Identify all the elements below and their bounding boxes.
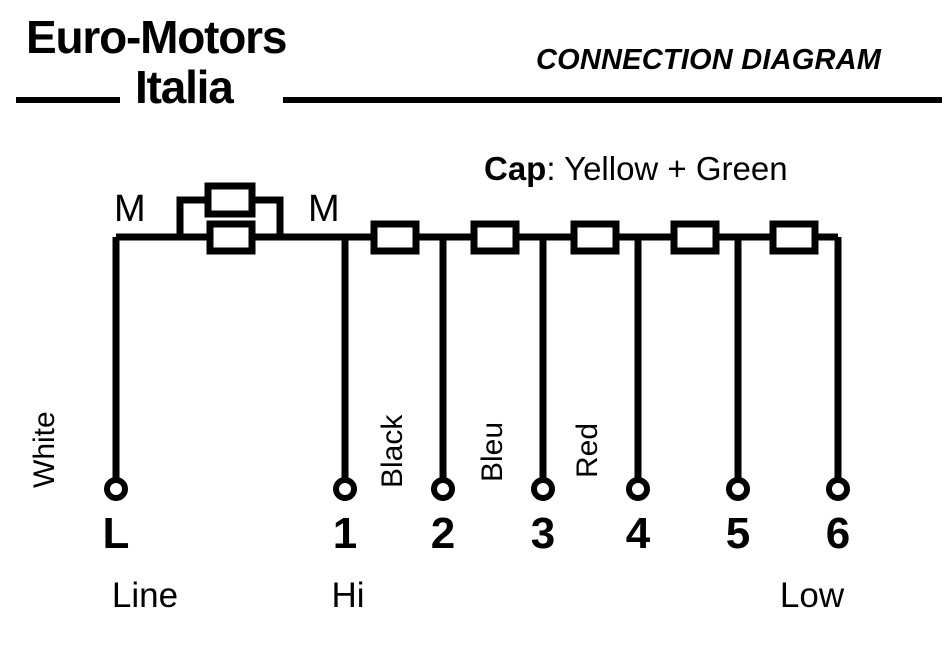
resistor-parallel-lower (206, 220, 256, 255)
terminal-ring-2 (431, 477, 455, 501)
terminal-label-5: 5 (725, 509, 751, 558)
capacitor-note: Cap: Yellow + Green (484, 152, 788, 185)
wire-label-red: Red (571, 422, 604, 478)
capacitor-note-value: : Yellow + Green (546, 150, 788, 187)
resistor-series-1 (370, 220, 420, 255)
resistor-series-5 (769, 220, 819, 255)
terminal-label-4: 4 (625, 509, 651, 558)
terminal-ring-5 (726, 477, 750, 501)
terminal-label-2: 2 (430, 509, 456, 558)
terminal-ring-4 (626, 477, 650, 501)
brand-name-line-2: Italia (135, 61, 234, 113)
parallel-branch-right-riser (252, 196, 284, 237)
capacitor-note-key: Cap (484, 150, 547, 187)
wire-label-black: Black (376, 414, 409, 488)
terminal-label-6: 6 (825, 509, 851, 558)
wire-label-bleu: Bleu (476, 421, 509, 482)
terminal-label-3: 3 (530, 509, 556, 558)
page-title: CONNECTION DIAGRAM (536, 44, 882, 76)
terminal-ring-6 (826, 477, 850, 501)
resistor-series-4 (670, 220, 720, 255)
resistor-parallel-upper (204, 182, 256, 218)
foot-label-line: Line (111, 576, 179, 615)
wire-label-white: White (28, 411, 61, 488)
foot-label-low: Low (779, 576, 845, 615)
foot-label-hi: Hi (331, 576, 365, 615)
header-rule-right (283, 97, 942, 103)
motor-label-left: M (114, 188, 146, 230)
terminal-label-1: 1 (332, 509, 358, 558)
resistor-series-3 (570, 220, 620, 255)
parallel-branch-left-riser (176, 196, 208, 237)
terminal-ring-L (104, 477, 128, 501)
motor-label-right: M (308, 188, 340, 230)
resistor-series-2 (470, 220, 520, 255)
terminal-label-L: L (102, 509, 130, 558)
header: Euro-Motors Italia CONNECTION DIAGRAM (0, 0, 945, 125)
brand-name-line-1: Euro-Motors (26, 11, 287, 63)
header-rule-left (16, 97, 120, 103)
terminal-ring-3 (531, 477, 555, 501)
terminal-ring-1 (333, 477, 357, 501)
